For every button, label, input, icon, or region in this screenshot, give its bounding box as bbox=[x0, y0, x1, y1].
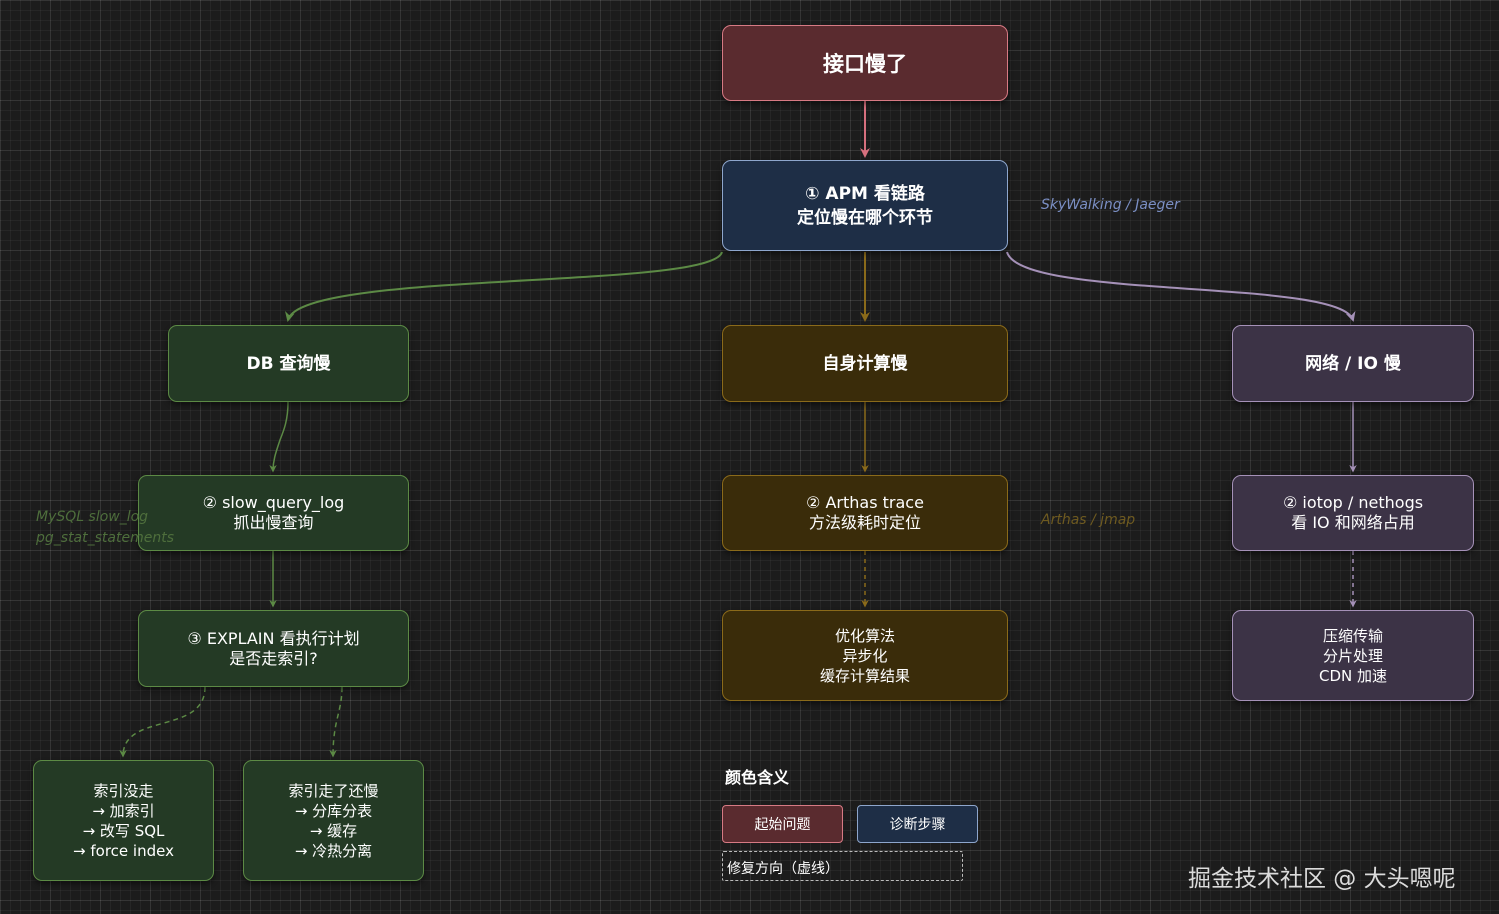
edge-db-slowlog bbox=[269, 401, 289, 473]
node-apm-line1: ① APM 看链路 bbox=[805, 183, 925, 204]
node-self[interactable]: 自身计算慢 bbox=[722, 325, 1008, 402]
node-optimize[interactable]: 优化算法 异步化 缓存计算结果 bbox=[722, 610, 1008, 701]
node-arthas-line2: 方法级耗时定位 bbox=[808, 513, 921, 532]
node-indexslow-line4: → 冷热分离 bbox=[294, 841, 373, 860]
node-db[interactable]: DB 查询慢 bbox=[168, 325, 409, 402]
node-slowlog-line2: 抓出慢查询 bbox=[233, 513, 314, 532]
note-mysql-line1: MySQL slow_log bbox=[36, 509, 149, 525]
watermark: 掘金技术社区 @ 大头嗯呢 bbox=[1188, 866, 1456, 892]
node-noindex[interactable]: 索引没走 → 加索引 → 改写 SQL → force index bbox=[33, 760, 214, 881]
legend-step: 诊断步骤 bbox=[857, 805, 978, 843]
node-optimize-line1: 优化算法 bbox=[834, 626, 895, 645]
edge-apm-db bbox=[285, 251, 723, 322]
node-slowlog[interactable]: ② slow_query_log 抓出慢查询 bbox=[138, 475, 409, 551]
legend-start: 起始问题 bbox=[722, 805, 843, 843]
legend-fix: 修复方向（虚线） bbox=[722, 851, 963, 881]
node-indexslow-line1: 索引走了还慢 bbox=[288, 781, 379, 800]
node-indexslow[interactable]: 索引走了还慢 → 分库分表 → 缓存 → 冷热分离 bbox=[243, 760, 424, 881]
note-mysql-line2: pg_stat_statements bbox=[36, 530, 174, 546]
node-iotop[interactable]: ② iotop / nethogs 看 IO 和网络占用 bbox=[1232, 475, 1474, 551]
node-optimize-line2: 异步化 bbox=[842, 646, 888, 665]
node-arthas[interactable]: ② Arthas trace 方法级耗时定位 bbox=[722, 475, 1008, 551]
note-arthas: Arthas / jmap bbox=[1041, 512, 1136, 528]
node-iotop-line2: 看 IO 和网络占用 bbox=[1291, 513, 1415, 532]
node-compress-line3: CDN 加速 bbox=[1318, 666, 1387, 685]
node-net-label: 网络 / IO 慢 bbox=[1305, 353, 1401, 374]
node-arthas-line1: ② Arthas trace bbox=[806, 493, 924, 512]
note-skywalking: SkyWalking / Jaeger bbox=[1041, 197, 1180, 213]
node-compress-line1: 压缩传输 bbox=[1322, 626, 1383, 645]
note-mysql: MySQL slow_log pg_stat_statements bbox=[36, 507, 174, 549]
node-slowlog-line1: ② slow_query_log bbox=[202, 493, 345, 512]
node-net[interactable]: 网络 / IO 慢 bbox=[1232, 325, 1474, 402]
node-noindex-line3: → 改写 SQL bbox=[82, 821, 165, 840]
node-apm-line2: 定位慢在哪个环节 bbox=[797, 207, 933, 228]
node-db-label: DB 查询慢 bbox=[246, 353, 331, 374]
node-explain[interactable]: ③ EXPLAIN 看执行计划 是否走索引? bbox=[138, 610, 409, 687]
node-explain-line1: ③ EXPLAIN 看执行计划 bbox=[187, 628, 360, 648]
node-noindex-line2: → 加索引 bbox=[92, 801, 155, 820]
edge-explain-noindex bbox=[119, 686, 206, 758]
node-noindex-line4: → force index bbox=[73, 841, 174, 860]
node-noindex-line1: 索引没走 bbox=[93, 781, 154, 800]
node-root-label: 接口慢了 bbox=[823, 52, 907, 76]
edge-apm-net bbox=[1006, 251, 1356, 322]
node-root[interactable]: 接口慢了 bbox=[722, 25, 1008, 101]
node-apm[interactable]: ① APM 看链路 定位慢在哪个环节 bbox=[722, 160, 1008, 251]
node-self-label: 自身计算慢 bbox=[822, 353, 908, 374]
edge-explain-indexslow bbox=[329, 686, 343, 758]
node-indexslow-line2: → 分库分表 bbox=[294, 801, 373, 820]
node-compress[interactable]: 压缩传输 分片处理 CDN 加速 bbox=[1232, 610, 1474, 701]
legend-title: 颜色含义 bbox=[725, 768, 790, 787]
node-explain-line2: 是否走索引? bbox=[229, 648, 318, 668]
node-optimize-line3: 缓存计算结果 bbox=[819, 666, 910, 685]
node-compress-line2: 分片处理 bbox=[1322, 646, 1383, 665]
node-indexslow-line3: → 缓存 bbox=[309, 821, 358, 840]
node-iotop-line1: ② iotop / nethogs bbox=[1282, 493, 1424, 512]
